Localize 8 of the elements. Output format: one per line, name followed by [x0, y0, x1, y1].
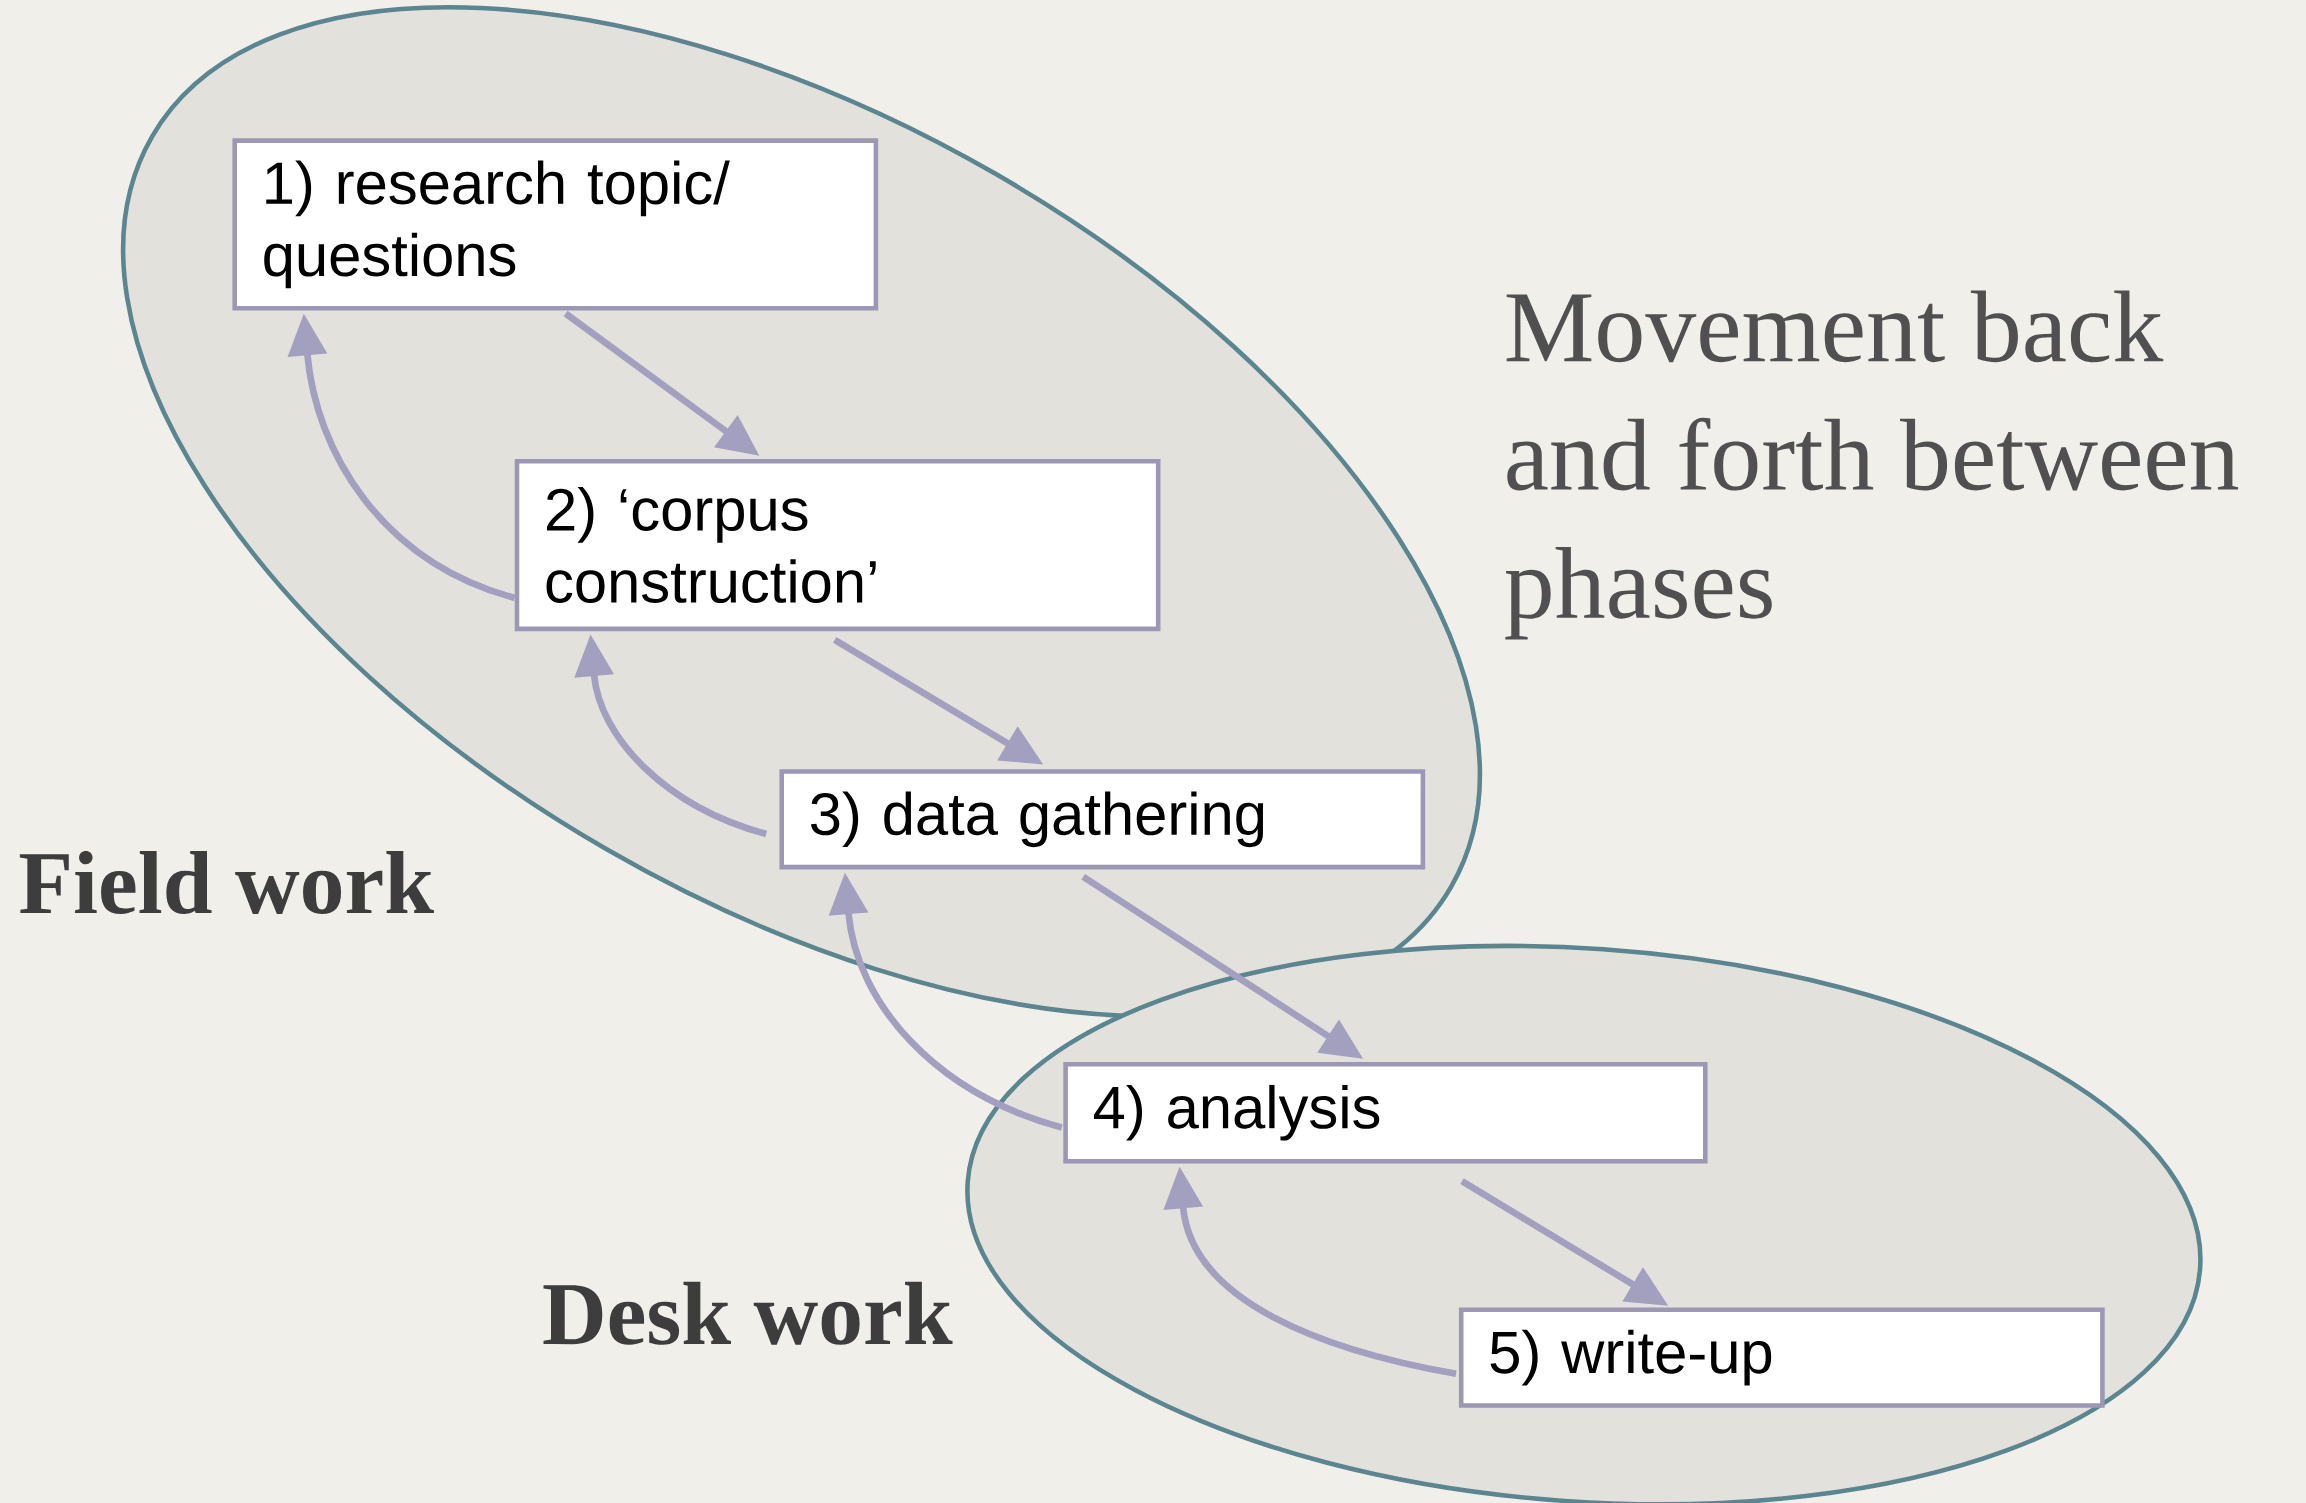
process-box: 1) research topic/ questions	[232, 138, 879, 311]
phase-label: Field work	[19, 850, 434, 914]
process-box: 3) data gathering	[779, 769, 1426, 870]
process-box: 5) write-up	[1458, 1307, 2105, 1408]
process-box: 4) analysis	[1063, 1061, 1708, 1164]
phase-label: Desk work	[543, 1281, 953, 1345]
annotation-text: Movement back and forth between phases	[1505, 290, 2239, 640]
process-box: 2) ‘corpus construction’	[514, 458, 1161, 632]
